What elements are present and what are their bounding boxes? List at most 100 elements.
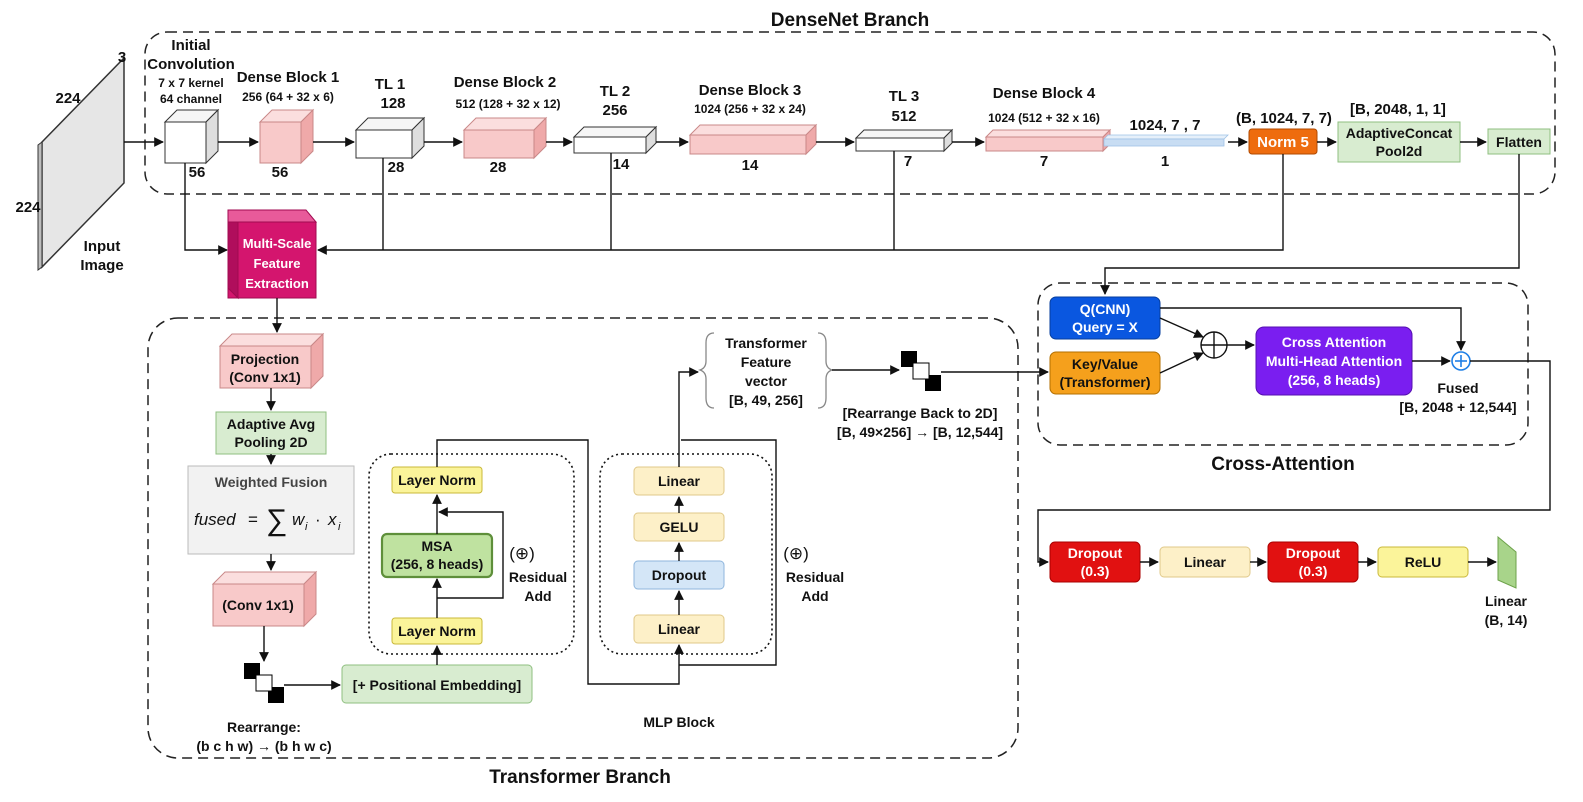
db4-size: 7 (1040, 153, 1048, 170)
feature-dims: 1024, 7 , 7 (1130, 117, 1201, 134)
db2-size: 28 (490, 159, 507, 176)
rearrange-back-icon (901, 351, 941, 391)
msa-line1: MSA (421, 538, 452, 554)
rearrange-line2: (b c h w) → (b h w c) (196, 738, 331, 754)
msa-line2: (256, 8 heads) (391, 556, 484, 572)
head-linear-label: Linear (1184, 554, 1227, 570)
fused-line1: Fused (1437, 380, 1478, 396)
db3-title: Dense Block 3 (699, 82, 802, 99)
output-line1: Linear (1485, 593, 1528, 609)
conv1x1-block (211, 570, 318, 628)
mlp-residual-line1: Residual (786, 569, 844, 585)
weighted-fusion-title: Weighted Fusion (215, 474, 328, 490)
db1-title: Dense Block 1 (237, 69, 340, 86)
mlp-block-title: MLP Block (643, 714, 715, 730)
input-label-line2: Image (80, 257, 123, 274)
encoder-attention-container (368, 453, 575, 655)
mlp-gelu-label: GELU (660, 519, 699, 535)
transformer-branch-title: Transformer Branch (489, 767, 671, 788)
input-image-edge (37, 141, 43, 271)
init-conv-title2: Convolution (147, 56, 234, 73)
multiscale-connections (184, 151, 1520, 295)
transformer-arrows (259, 298, 1049, 690)
adaptive-avg-pool-box (215, 411, 327, 455)
densenet-branch-title: DenseNet Branch (771, 10, 929, 31)
tl1-size: 28 (388, 159, 405, 176)
tl3-channels: 512 (891, 108, 916, 125)
svg-text:i: i (305, 521, 308, 533)
projection-block (218, 332, 325, 390)
dropout-2-line1: Dropout (1286, 545, 1341, 561)
tl2-size: 14 (613, 156, 630, 173)
dense-block-4 (984, 128, 1112, 153)
norm5-label: Norm 5 (1257, 134, 1309, 151)
transition-layer-2 (572, 125, 658, 155)
dropout-2-line2: (0.3) (1299, 563, 1328, 579)
db2-title: Dense Block 2 (454, 74, 557, 91)
svg-text:fused: fused (194, 510, 236, 529)
tl1-channels: 128 (380, 95, 405, 112)
tfv-line2: Feature (741, 354, 792, 370)
tfv-line1: Transformer (725, 335, 807, 351)
output-layer-shape (1497, 535, 1517, 589)
input-channels: 3 (118, 49, 126, 66)
ca-line2: Multi-Head Attention (1266, 353, 1402, 369)
kv-line1: Key/Value (1072, 356, 1138, 372)
rearrange-icon (244, 663, 284, 703)
mlp-dropout-label: Dropout (652, 567, 707, 583)
tfv-line4: [B, 49, 256] (729, 392, 803, 408)
mlp-linear-top-label: Linear (658, 473, 701, 489)
rearrange-line1: Rearrange: (227, 719, 301, 735)
svg-text:·: · (315, 510, 321, 529)
init-conv-kernel: 7 x 7 kernel (158, 76, 223, 90)
cross-attention-arrows (1037, 307, 1551, 567)
dense-block-1 (258, 108, 315, 165)
feature-map-1024x7x7 (1103, 134, 1229, 147)
input-width: 224 (55, 90, 81, 107)
db3-subtitle: 1024 (256 + 32 x 24) (694, 102, 806, 116)
cross-attention-region (1037, 282, 1529, 446)
pool-dims: [B, 2048, 1, 1] (1350, 101, 1446, 118)
feature-size: 1 (1161, 153, 1169, 170)
cross-attention-title: Cross-Attention (1211, 454, 1355, 475)
relu-label: ReLU (1405, 554, 1442, 570)
tfv-right-brace (817, 332, 835, 409)
flatten-box (1487, 128, 1551, 155)
transition-layer-3 (854, 128, 954, 153)
aap-line1: Adaptive Avg (227, 416, 315, 432)
posemb-label: [+ Positional Embedding] (353, 677, 521, 693)
layer-norm-bottom-label: Layer Norm (398, 623, 476, 639)
init-conv-channels: 64 channel (160, 92, 222, 106)
ca-line1: Cross Attention (1282, 334, 1386, 350)
svg-text:=: = (248, 510, 258, 529)
dropout-1-line2: (0.3) (1081, 563, 1110, 579)
aap-line2: Pooling 2D (234, 434, 307, 450)
mlp-residual-line2: Add (801, 588, 828, 604)
svg-text:∑: ∑ (266, 504, 287, 537)
input-image-plane (41, 56, 125, 269)
db3-size: 14 (742, 157, 759, 174)
transition-layer-1 (354, 116, 426, 160)
db2-subtitle: 512 (128 + 32 x 12) (455, 97, 560, 111)
init-conv-title1: Initial (171, 37, 210, 54)
db4-subtitle: 1024 (512 + 32 x 16) (988, 111, 1100, 125)
init-conv-size: 56 (189, 164, 206, 181)
multiscale-feature-extraction (227, 209, 318, 300)
msfe-line1: Multi-Scale (243, 236, 312, 251)
layer-norm-top-label: Layer Norm (398, 472, 476, 488)
dropout-1-line1: Dropout (1068, 545, 1123, 561)
svg-text:w: w (292, 510, 306, 529)
norm5-dims: (B, 1024, 7, 7) (1236, 110, 1332, 127)
db1-subtitle: 256 (64 + 32 x 6) (242, 90, 334, 104)
tl2-channels: 256 (602, 102, 627, 119)
residual-line1: Residual (509, 569, 567, 585)
output-line2: (B, 14) (1485, 612, 1528, 628)
fused-line2: [B, 2048 + 12,544] (1399, 399, 1516, 415)
dense-block-3 (688, 123, 818, 156)
kv-line2: (Transformer) (1059, 374, 1150, 390)
svg-text:x: x (327, 510, 337, 529)
transformer-branch-region (147, 317, 1019, 759)
msfe-line3: Extraction (245, 276, 309, 291)
mlp-linear-bottom-label: Linear (658, 621, 701, 637)
tfv-left-brace (697, 332, 715, 409)
